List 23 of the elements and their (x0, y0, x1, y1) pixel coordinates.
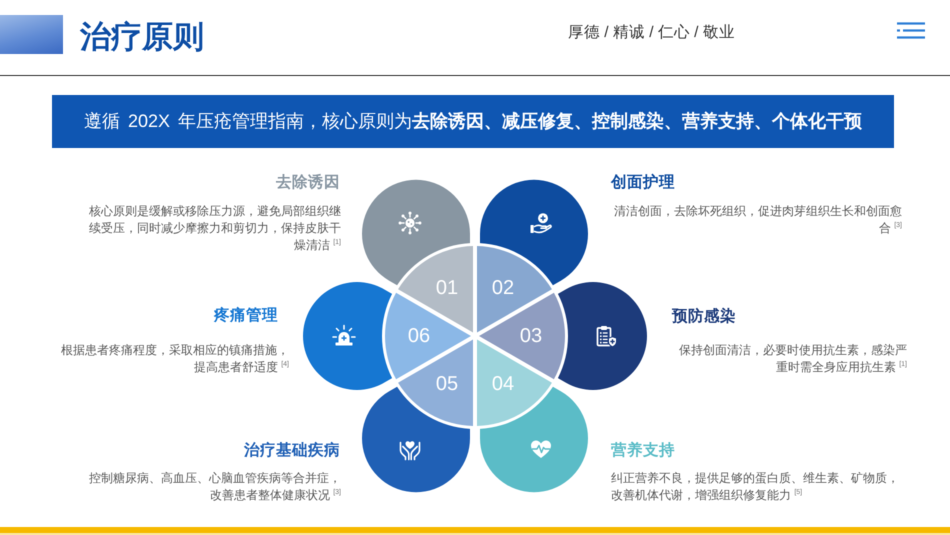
section-heading: 创面护理 (611, 173, 675, 193)
step-number: 03 (520, 325, 542, 347)
petal (303, 282, 471, 390)
description-text: 纠正营养不良，提供足够的蛋白质、维生素、矿物质，改善机体代谢，增强组织修复能力 $^{[5]}$ (611, 470, 900, 504)
step-number: 02 (492, 276, 514, 298)
description-text: 清洁创面，去除坏死组织，促进肉芽组织生长和创面愈合 $^{[3]}$ (613, 203, 902, 237)
slogan-text: 厚德 / 精诚 / 仁心 / 敬业 (568, 23, 735, 43)
step-number: 01 (436, 276, 458, 298)
section-heading: 去除诱因 (276, 173, 340, 193)
petal (479, 282, 647, 390)
step-number: 06 (408, 325, 430, 347)
step-number: 04 (492, 373, 514, 396)
description-text: 保持创面清洁，必要时使用抗生素，感染严重时需全身应用抗生素 $^{[1]}$ (678, 342, 907, 376)
section-heading: 预防感染 (672, 307, 736, 327)
section-heading: 营养支持 (611, 441, 675, 461)
description-text: 根据患者疼痛程度，采取相应的镇痛措施，提高患者舒适度 $^{[4]}$ (60, 342, 289, 376)
banner: 遵循 202X 年压疮管理指南，核心原则为去除诱因、减压修复、控制感染、营养支持、个体化干预 (52, 95, 894, 148)
section-heading: 治疗基础疾病 (244, 441, 340, 461)
page-title: 治疗原则 (80, 18, 204, 56)
description-text: 控制糖尿病、高血压、心脑血管疾病等合并症，改善患者整体健康状况 $^{[3]}$ (88, 470, 341, 504)
description-text: 核心原则是缓解或移除压力源，避免局部组织继续受压，同时减少摩擦力和剪切力，保持皮肤干燥清洁 $^{[1]}$ (88, 203, 341, 254)
step-number: 05 (436, 373, 458, 396)
section-heading: 疼痛管理 (214, 306, 278, 326)
